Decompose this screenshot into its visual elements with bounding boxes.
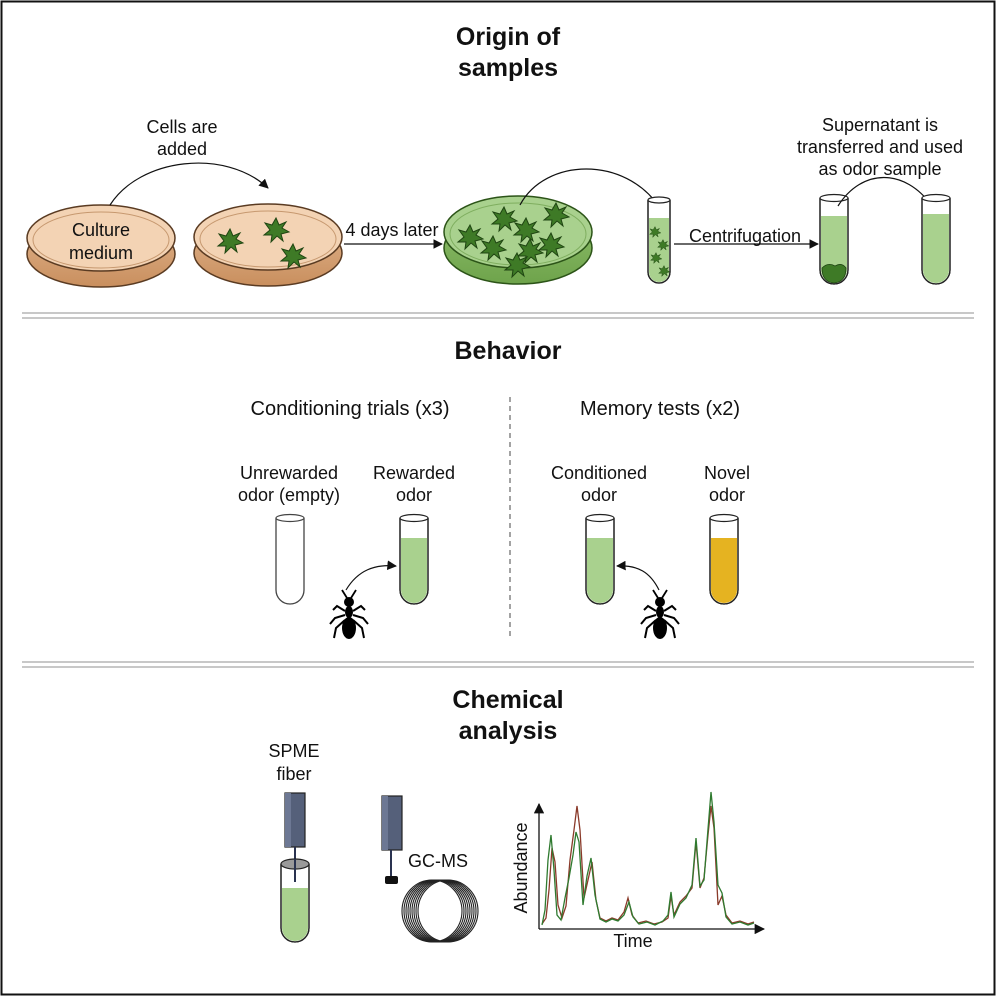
conditioned-label-line1: Conditioned — [551, 463, 647, 483]
ant-icon — [329, 589, 369, 640]
test-tube-icon — [585, 513, 615, 605]
supernatant-label-line2: transferred and used — [797, 137, 963, 157]
cells-added-arrow — [109, 162, 269, 206]
spme-label-line2: fiber — [276, 764, 311, 784]
test-tube-icon — [647, 196, 671, 284]
test-tube-icon — [709, 513, 739, 605]
chemical-title-line2: analysis — [459, 717, 558, 745]
origin-title-line2: samples — [458, 54, 558, 82]
cells-added-label-line1: Cells are — [146, 117, 217, 137]
memory-title: Memory tests (x2) — [580, 398, 740, 420]
gcms-label: GC-MS — [408, 851, 468, 871]
rewarded-label-line2: odor — [396, 485, 432, 505]
novel-label-line1: Novel — [704, 463, 750, 483]
culture-label-line2: medium — [69, 243, 133, 263]
conditioned-label-line2: odor — [581, 485, 617, 505]
chromatogram: Abundance Time — [511, 791, 766, 951]
supernatant-arrow — [837, 176, 933, 207]
origin-title-line1: Origin of — [456, 23, 561, 51]
petri-dish-icon — [26, 204, 176, 288]
unrewarded-label-line1: Unrewarded — [240, 463, 338, 483]
test-tube-icon — [399, 513, 429, 605]
culture-label-line1: Culture — [72, 220, 130, 240]
supernatant-label-line1: Supernatant is — [822, 115, 938, 135]
transfer-arrow — [519, 168, 661, 209]
trace-red — [541, 805, 755, 925]
trace-green — [541, 791, 755, 926]
chemical-title-line1: Chemical — [452, 686, 563, 714]
days-later-label: 4 days later — [345, 220, 438, 240]
unrewarded-label-line2: odor (empty) — [238, 485, 340, 505]
novel-label-line2: odor — [709, 485, 745, 505]
test-tube-icon — [819, 193, 849, 285]
test-tube-icon — [275, 513, 305, 605]
test-tube-icon — [280, 858, 310, 943]
chromatogram-y-label: Abundance — [511, 822, 531, 913]
petri-dish-icon — [193, 203, 343, 287]
behavior-title: Behavior — [455, 337, 562, 365]
centrifugation-label: Centrifugation — [689, 226, 801, 246]
spme-fiber-icon — [381, 795, 403, 884]
rewarded-label-line1: Rewarded — [373, 463, 455, 483]
cells-added-label-line2: added — [157, 139, 207, 159]
ant-choice-arrow — [616, 560, 660, 591]
conditioning-title: Conditioning trials (x3) — [251, 398, 450, 420]
supernatant-label-line3: as odor sample — [818, 159, 941, 179]
gc-coil-icon — [401, 879, 479, 943]
ant-icon — [640, 589, 680, 640]
spme-fiber-icon — [284, 792, 306, 885]
spme-label-line1: SPME — [268, 741, 319, 761]
chromatogram-x-label: Time — [613, 931, 652, 951]
test-tube-icon — [921, 193, 951, 285]
ant-choice-arrow — [345, 560, 397, 591]
